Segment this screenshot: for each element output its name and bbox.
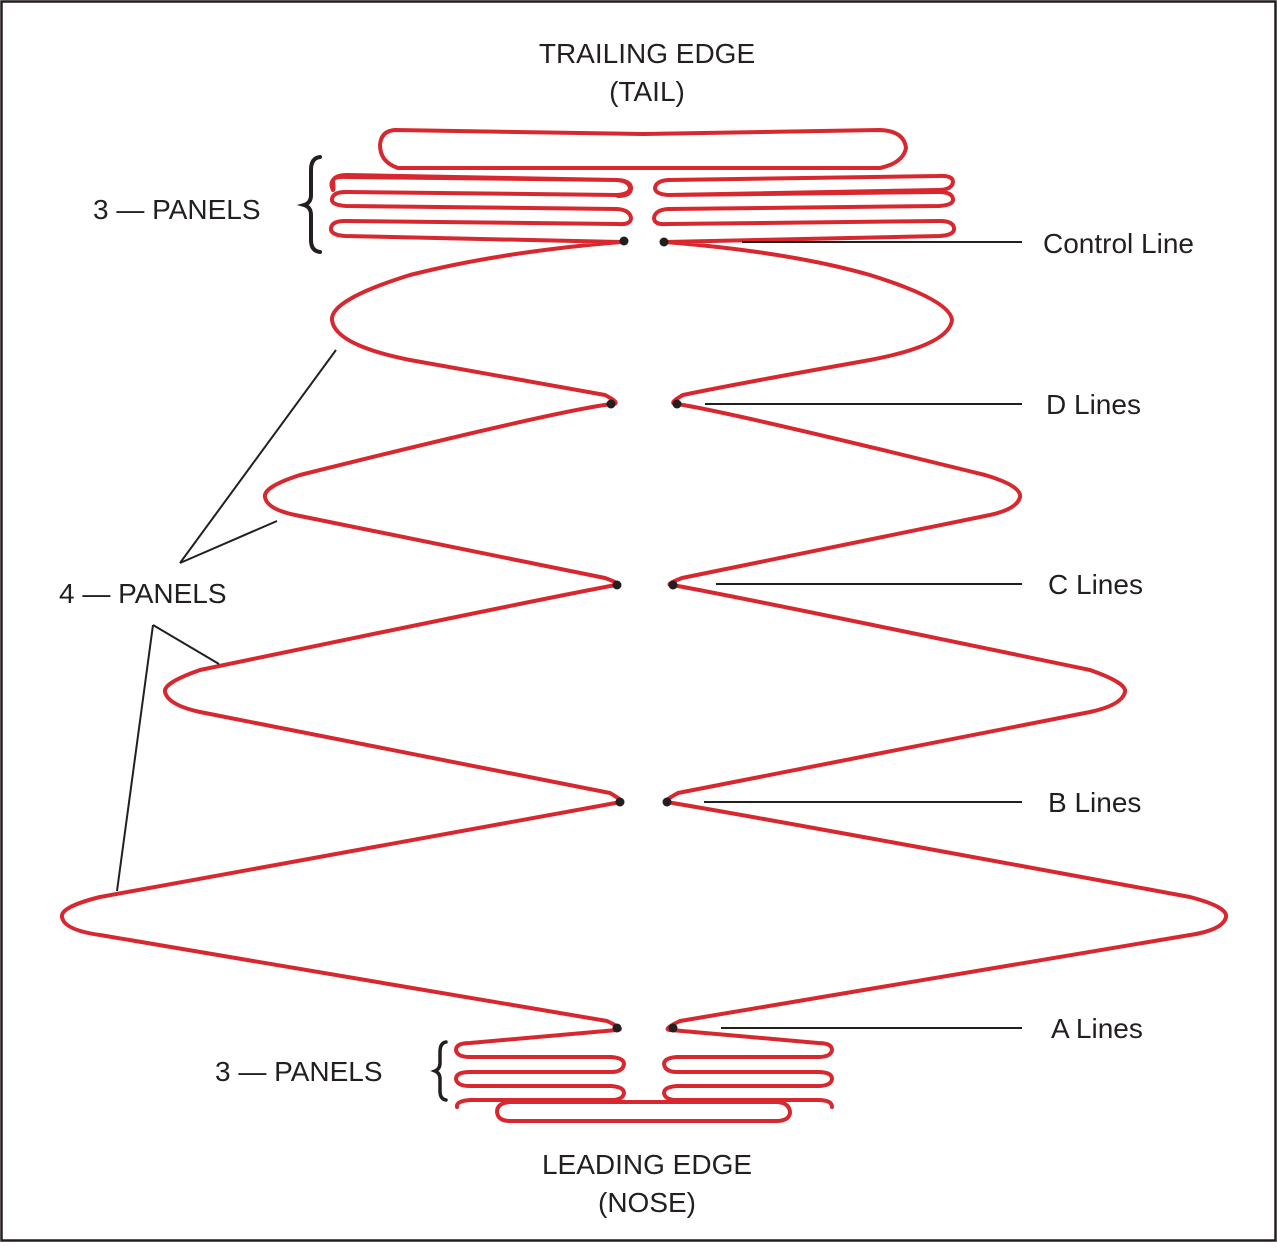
a-lines-label: A Lines bbox=[1051, 1013, 1143, 1044]
d-lines-label: D Lines bbox=[1046, 389, 1141, 420]
panels-pointer-1 bbox=[179, 349, 337, 564]
top-panels-brace bbox=[296, 155, 322, 254]
leading-edge-label: LEADING EDGE bbox=[542, 1149, 752, 1180]
bottom-panels-brace bbox=[430, 1040, 448, 1102]
trailing-edge-label: TRAILING EDGE bbox=[539, 38, 755, 69]
attachment-points bbox=[606, 236, 682, 1033]
c-lines-label: C Lines bbox=[1048, 569, 1143, 600]
panels-pointer-3 bbox=[152, 624, 220, 665]
control-line-dot-right bbox=[659, 237, 669, 247]
panels-pointer-4 bbox=[116, 624, 154, 892]
a-line-dot-right bbox=[668, 1023, 678, 1033]
top-panels-label: 3 — PANELS bbox=[93, 194, 261, 225]
panels-pointer-2 bbox=[179, 520, 278, 564]
bottom-panels-label: 3 — PANELS bbox=[215, 1056, 383, 1087]
d-line-dot-left bbox=[606, 399, 616, 409]
c-line-dot-left bbox=[612, 580, 622, 590]
control-line-dot-left bbox=[619, 236, 629, 246]
b-line-dot-left bbox=[615, 797, 625, 807]
a-line-dot-left bbox=[612, 1023, 622, 1033]
leader-lines bbox=[116, 241, 1022, 1029]
b-lines-label: B Lines bbox=[1048, 787, 1141, 818]
c-line-dot-right bbox=[668, 580, 678, 590]
canopy-fold-line bbox=[60, 128, 1229, 1123]
d-line-dot-right bbox=[672, 399, 682, 409]
control-line-label: Control Line bbox=[1043, 228, 1194, 259]
nose-label: (NOSE) bbox=[598, 1187, 696, 1218]
middle-panels-label: 4 — PANELS bbox=[59, 578, 227, 609]
tail-label: (TAIL) bbox=[609, 76, 685, 107]
b-line-dot-right bbox=[662, 797, 672, 807]
